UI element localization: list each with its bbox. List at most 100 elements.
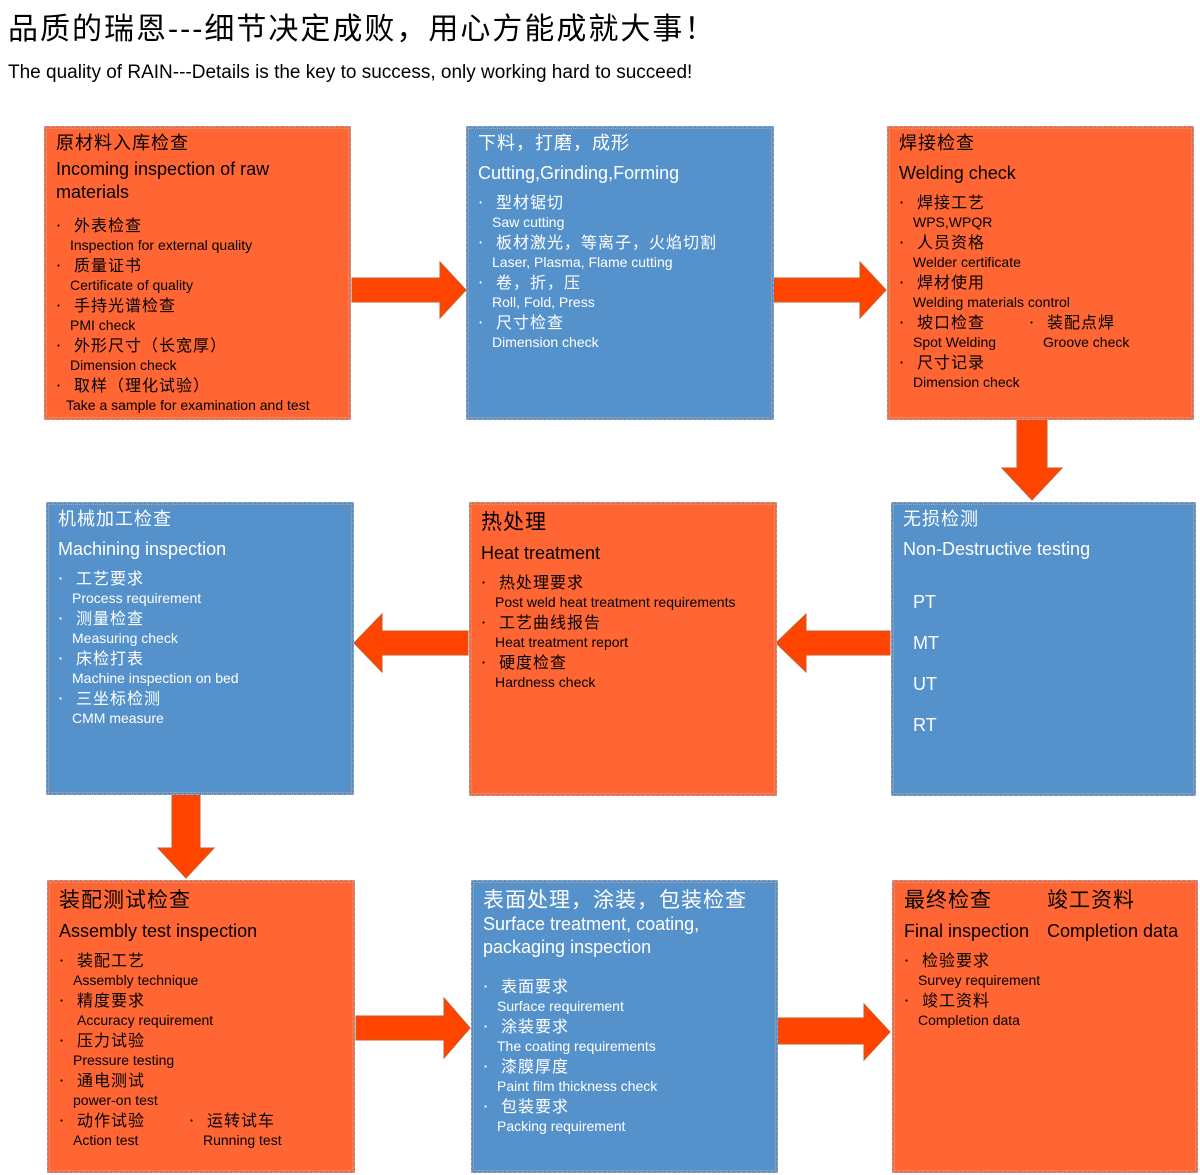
item-label-en: Paint film thickness check xyxy=(497,1078,658,1094)
item-label-en: Laser, Plasma, Flame cutting xyxy=(492,254,673,270)
bullet-icon: · xyxy=(56,216,63,235)
bullet-icon: · xyxy=(56,256,63,275)
item-label-en: Measuring check xyxy=(72,630,178,646)
item-label-cn: 取样（理化试验） xyxy=(74,376,211,395)
bullet-icon: · xyxy=(58,649,65,668)
bullet-icon: · xyxy=(483,1097,490,1116)
item-label-cn: 漆膜厚度 xyxy=(501,1057,570,1076)
item-label-cn: 尺寸检查 xyxy=(496,313,565,332)
item-label-en: Groove check xyxy=(1043,334,1130,350)
bullet-icon: · xyxy=(58,689,65,708)
arrow-right-icon xyxy=(355,996,471,1060)
item-label-en: Dimension check xyxy=(913,374,1020,390)
item-label-en: Inspection for external quality xyxy=(70,237,253,253)
item-label-cn: 焊材使用 xyxy=(917,273,986,292)
arrow-down-icon xyxy=(156,793,216,879)
bullet-icon: · xyxy=(899,273,906,292)
item-label-cn: 质量证书 xyxy=(74,256,143,275)
item-label-en: Dimension check xyxy=(492,334,599,350)
arrow-down-icon xyxy=(1000,419,1064,501)
item-label-en: WPS,WPQR xyxy=(913,214,993,230)
box-title-cn: 机械加工检查 xyxy=(58,509,172,530)
item-label-cn: 测量检查 xyxy=(76,609,145,628)
ndt-method-rt: RT xyxy=(913,715,937,735)
item-label-cn: 检验要求 xyxy=(922,951,991,970)
item-label-en: CMM measure xyxy=(72,710,164,726)
item-label-cn: 包装要求 xyxy=(501,1097,570,1116)
item-label-cn: 焊接工艺 xyxy=(917,193,986,212)
item-label-cn: 人员资格 xyxy=(917,233,986,252)
ndt-method-mt: MT xyxy=(913,633,939,653)
box-title-en: Assembly test inspection xyxy=(59,921,258,941)
item-label-cn: 手持光谱检查 xyxy=(74,296,177,315)
item-label-en: Pressure testing xyxy=(73,1052,175,1068)
box-title-cn-2: 竣工资料 xyxy=(1047,888,1135,912)
bullet-icon: · xyxy=(478,233,485,252)
box-title-en: Cutting,Grinding,Forming xyxy=(478,163,680,183)
item-label-en: Take a sample for examination and test xyxy=(66,397,310,413)
item-label-cn: 运转试车 xyxy=(207,1111,276,1130)
box-title-en: Machining inspection xyxy=(58,539,227,559)
box-title-en: Incoming inspection of raw materials xyxy=(56,159,270,202)
box-surface: 表面处理，涂装，包装检查 Surface treatment, coating,… xyxy=(471,880,778,1173)
item-label-en: Hardness check xyxy=(495,674,596,690)
bullet-icon: · xyxy=(483,1017,490,1036)
item-label-cn: 精度要求 xyxy=(77,991,146,1010)
item-label-cn: 型材锯切 xyxy=(496,193,565,212)
bullet-icon: · xyxy=(1029,313,1036,332)
bullet-icon: · xyxy=(59,951,66,970)
bullet-icon: · xyxy=(478,313,485,332)
item-label-en: Completion data xyxy=(918,1012,1020,1028)
item-label-cn: 尺寸记录 xyxy=(917,353,986,372)
arrow-right-icon xyxy=(777,1002,891,1062)
bullet-icon: · xyxy=(904,991,911,1010)
item-label-en: Surface requirement xyxy=(497,998,624,1014)
box-title-cn: 原材料入库检查 xyxy=(56,133,189,154)
bullet-icon: · xyxy=(58,569,65,588)
bullet-icon: · xyxy=(899,193,906,212)
item-label-cn: 表面要求 xyxy=(501,977,570,996)
item-label-en: Running test xyxy=(203,1132,282,1148)
ndt-method-ut: UT xyxy=(913,674,937,694)
box-title-en: Final inspection xyxy=(904,921,1030,941)
item-label-cn: 外形尺寸（长宽厚） xyxy=(74,336,228,355)
item-label-en: Accuracy requirement xyxy=(77,1012,214,1028)
bullet-icon: · xyxy=(59,1031,66,1050)
item-label-cn: 装配点焊 xyxy=(1047,313,1116,332)
bullet-icon: · xyxy=(483,1057,490,1076)
box-title-cn: 装配测试检查 xyxy=(59,888,191,912)
item-label-en: Roll, Fold, Press xyxy=(492,294,595,310)
box-title-en: Non-Destructive testing xyxy=(903,539,1091,559)
bullet-icon: · xyxy=(481,613,488,632)
bullet-icon: · xyxy=(58,609,65,628)
item-label-cn: 卷，折，压 xyxy=(496,273,582,292)
box-title-cn: 最终检查 xyxy=(904,888,992,912)
bullet-icon: · xyxy=(904,951,911,970)
box-title-en: Heat treatment xyxy=(481,543,601,563)
bullet-icon: · xyxy=(899,353,906,372)
page-title-cn: 品质的瑞恩---细节决定成败，用心方能成就大事！ xyxy=(8,12,717,47)
bullet-icon: · xyxy=(483,977,490,996)
item-label-cn: 竣工资料 xyxy=(922,991,991,1010)
arrow-right-icon xyxy=(773,260,887,320)
item-label-cn: 工艺要求 xyxy=(76,569,145,588)
bullet-icon: · xyxy=(56,336,63,355)
bullet-icon: · xyxy=(478,273,485,292)
item-label-cn: 坡口检查 xyxy=(917,313,986,332)
bullet-icon: · xyxy=(899,313,906,332)
bullet-icon: · xyxy=(56,376,63,395)
item-label-en: power-on test xyxy=(73,1092,158,1108)
box-raw-materials: 原材料入库检查 Incoming inspection of raw mater… xyxy=(44,126,351,420)
bullet-icon: · xyxy=(481,653,488,672)
item-label-en: Welder certificate xyxy=(913,254,1021,270)
box-title-en: Surface treatment, coating, packaging in… xyxy=(483,914,700,957)
item-label-en: Certificate of quality xyxy=(70,277,193,293)
arrow-left-icon xyxy=(353,612,469,674)
bullet-icon: · xyxy=(56,296,63,315)
box-ndt: 无损检测 Non-Destructive testing PT MT UT RT xyxy=(891,502,1196,796)
